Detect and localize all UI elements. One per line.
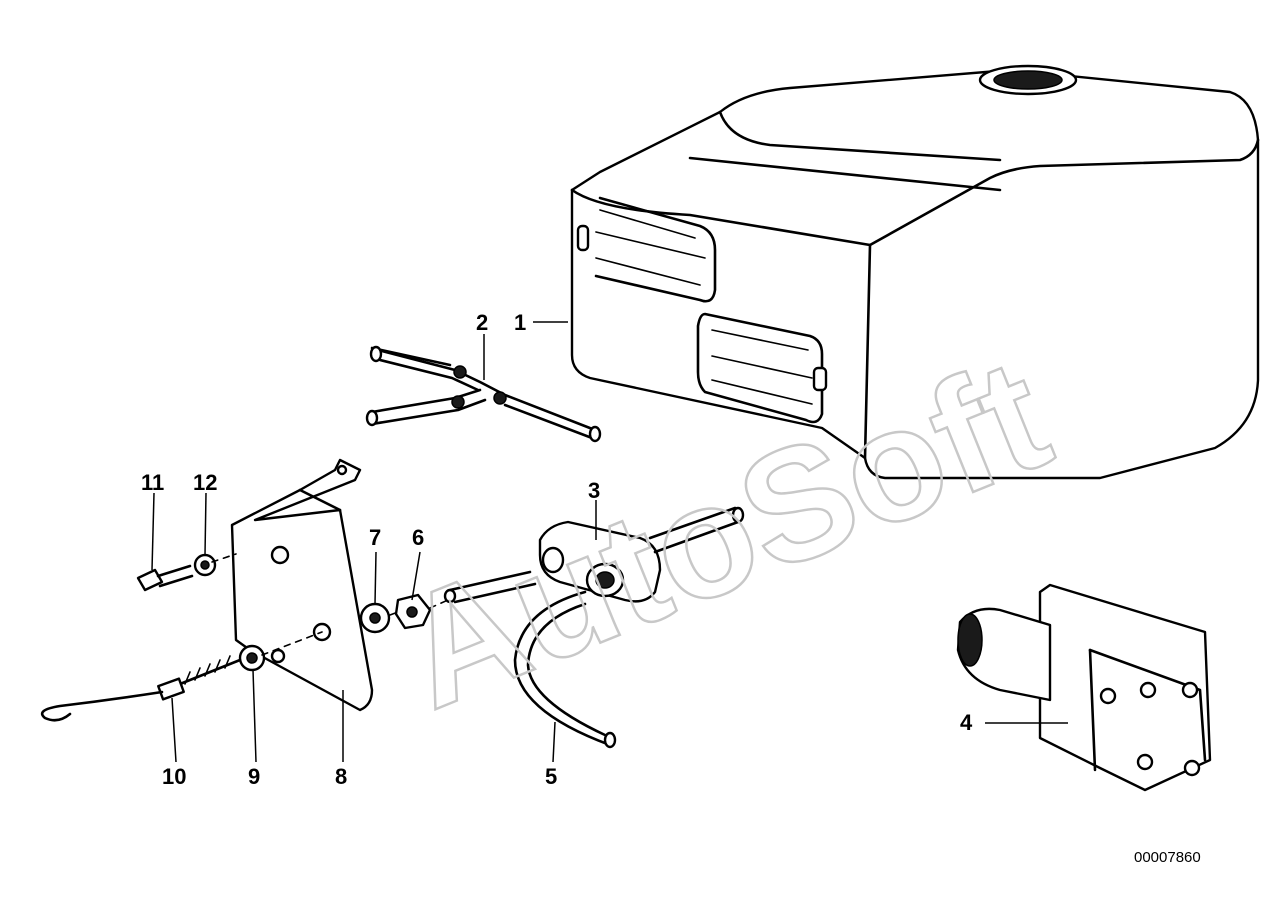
bracket-part-8 [230,458,374,712]
tank-part-1 [570,64,1260,480]
callout-6: 6 [412,525,424,550]
callout-1: 1 [514,310,526,335]
connector-block-part-3 [443,506,745,604]
callout-4: 4 [960,710,973,735]
drawing-number: 00007860 [1134,849,1201,866]
callout-5: 5 [545,764,557,789]
hardware-parts [40,553,449,722]
hose-part-5 [513,590,617,749]
leader-lines [151,321,1068,763]
callout-3: 3 [588,478,600,503]
callout-8: 8 [335,764,347,789]
callout-12: 12 [193,470,217,495]
callout-11: 11 [141,470,164,495]
callout-10: 10 [162,764,186,789]
callout-2: 2 [476,310,488,335]
callout-9: 9 [248,764,260,789]
pump-unit-part-4 [956,583,1212,792]
callout-labels: 1 2 3 4 5 6 7 8 9 10 11 12 [141,310,973,789]
y-hose-part-2 [365,345,602,443]
callout-7: 7 [369,525,381,550]
